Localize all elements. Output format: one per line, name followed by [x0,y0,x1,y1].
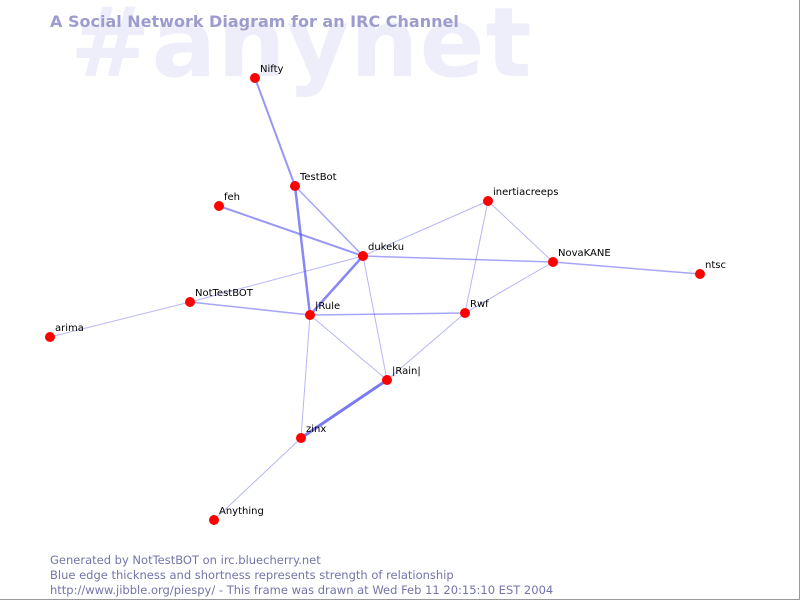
edge-NotTestBOT-arima [49,301,191,338]
edge-dukeku-inertiacreeps [362,200,489,257]
edge-feh-dukeku [218,205,364,257]
node-Nifty: Nifty [250,64,284,83]
diagram-title: A Social Network Diagram for an IRC Chan… [50,12,459,31]
edge-inertiacreeps-NovaKANE [487,200,554,263]
channel-watermark: #anynet [70,0,533,99]
node-label: inertiacreeps [493,187,558,198]
node-dot [695,269,705,279]
edge-zinx-Anything [213,437,302,521]
edge-TestBot-dukeku [294,185,364,257]
node-dot [250,73,260,83]
node-dot [460,308,470,318]
node-IRainI: |Rain| [382,366,421,385]
node-label: TestBot [299,172,337,183]
node-dot [209,515,219,525]
edge-Nifty-TestBot [254,77,296,187]
node-label: arima [55,323,84,334]
node-IRule: |Rule [305,301,340,320]
node-label: |Rain| [392,366,421,377]
node-dot [358,251,368,261]
graph-edges [49,77,701,521]
node-dot [185,297,195,307]
footer-info: Generated by NotTestBOT on irc.bluecherr… [50,553,553,598]
edge-IRainI-zinx [299,378,389,440]
node-dot [305,310,315,320]
node-label: zinx [306,424,326,435]
edge-IRule-zinx [300,314,311,439]
node-Anything: Anything [209,506,264,525]
node-dot [290,181,300,191]
node-inertiacreeps: inertiacreeps [483,187,558,206]
edge-NovaKANE-ntsc [552,261,701,275]
node-dot [214,201,224,211]
node-NotTestBOT: NotTestBOT [185,288,254,307]
node-dot [45,332,55,342]
node-label: Anything [219,506,264,517]
node-label: |Rule [315,301,340,312]
node-dot [382,375,392,385]
node-label: NovaKANE [558,248,611,259]
node-Rwf: Rwf [460,299,489,318]
edge-dukeku-NovaKANE [362,255,554,263]
edge-IRule-Rwf [309,312,466,316]
edge-inertiacreeps-Rwf [464,200,489,314]
node-label: dukeku [368,242,404,253]
node-label: ntsc [705,260,726,271]
edge-dukeku-NotTestBOT [189,255,364,303]
node-ntsc: ntsc [695,260,726,279]
edge-TestBot-IRule [293,184,312,317]
node-dot [296,433,306,443]
edge-Rwf-IRainI [386,312,466,381]
edge-IRule-IRainI [309,314,388,381]
node-dot [483,196,493,206]
node-arima: arima [45,323,84,342]
node-TestBot: TestBot [290,172,337,191]
node-label: feh [224,192,240,203]
node-zinx: zinx [296,424,326,443]
footer-generated-by: Generated by NotTestBOT on irc.bluecherr… [50,553,321,567]
node-dukeku: dukeku [358,242,404,261]
edge-dukeku-IRainI [362,255,388,381]
edge-NovaKANE-Rwf [464,261,554,314]
footer-url-timestamp: http://www.jibble.org/piespy/ - This fra… [50,583,554,597]
footer-legend-note: Blue edge thickness and shortness repres… [50,568,454,582]
edge-NotTestBOT-IRule [189,301,311,316]
node-feh: feh [214,192,240,211]
node-NovaKANE: NovaKANE [548,248,611,267]
edge-dukeku-IRule [308,254,365,317]
node-label: Rwf [470,299,489,310]
node-label: Nifty [260,64,284,75]
node-dot [548,257,558,267]
node-label: NotTestBOT [195,288,254,299]
